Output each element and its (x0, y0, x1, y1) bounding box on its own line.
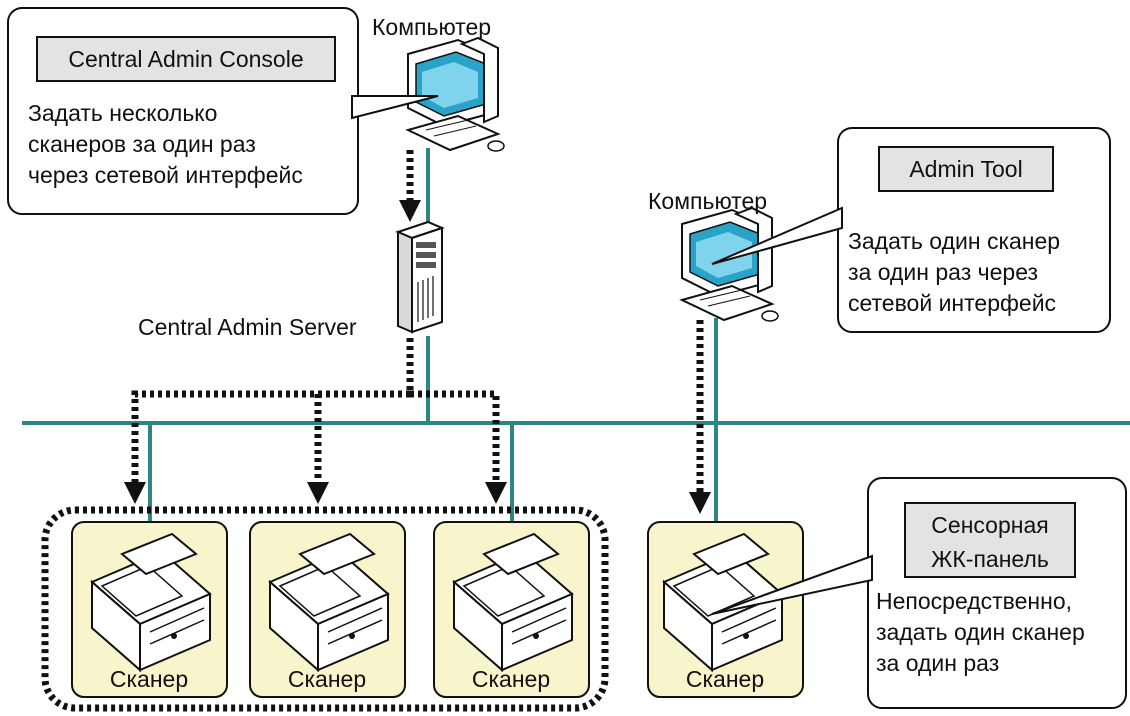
network-lines (22, 148, 1130, 522)
computer-left-label: Компьютер (372, 14, 492, 40)
arrow-head (485, 482, 507, 504)
admin-tool-pointer (711, 206, 843, 265)
description-line: задать один сканер (876, 619, 1085, 645)
server-label: Central Admin Server (138, 314, 357, 340)
description-line: через сетевой интерфейс (28, 162, 303, 188)
server-icon (397, 221, 443, 333)
description-line: сканеров за один раз (28, 131, 256, 157)
scanner-label: Сканер (287, 666, 367, 692)
scanner-label: Сканер (109, 666, 189, 692)
description-line: за один раз через (848, 259, 1039, 285)
arrow-head (689, 492, 711, 514)
tag-line: Сенсорная (931, 512, 1049, 538)
description-line: за один раз (876, 650, 1000, 676)
touch-panel-tag: Сенсорная ЖК-панель (904, 502, 1076, 578)
description-line: Задать один сканер (848, 228, 1061, 254)
central-console-tag: Central Admin Console (36, 36, 336, 82)
computer-icon (407, 37, 505, 152)
arrow-head (307, 482, 329, 504)
scanner-group-outline (41, 506, 609, 712)
computer-icon (681, 207, 779, 322)
central-console-pointer (351, 95, 439, 120)
arrow-head (124, 482, 146, 504)
tag-line: ЖК-панель (931, 546, 1049, 572)
server-to-scanner3-arrow (410, 390, 500, 484)
admin-tool-tag: Admin Tool (878, 146, 1054, 192)
scanner-label: Сканер (685, 666, 765, 692)
flow-arrows (131, 150, 704, 494)
touch-panel-pointer (711, 554, 873, 615)
central-console-description: Задать несколько сканеров за один раз че… (28, 98, 303, 191)
touch-panel-description: Непосредственно, задать один сканер за о… (876, 586, 1085, 679)
arrow-heads (124, 200, 711, 514)
description-line: сетевой интерфейс (848, 290, 1057, 316)
description-line: Задать несколько (28, 100, 218, 126)
admin-tool-description: Задать один сканер за один раз через сет… (848, 226, 1060, 319)
server-to-scanner1-arrow (131, 338, 414, 484)
description-line: Непосредственно, (876, 588, 1073, 614)
arrow-head (399, 200, 421, 222)
scanner-label: Сканер (471, 666, 551, 692)
computer-right-label: Компьютер (648, 188, 768, 214)
